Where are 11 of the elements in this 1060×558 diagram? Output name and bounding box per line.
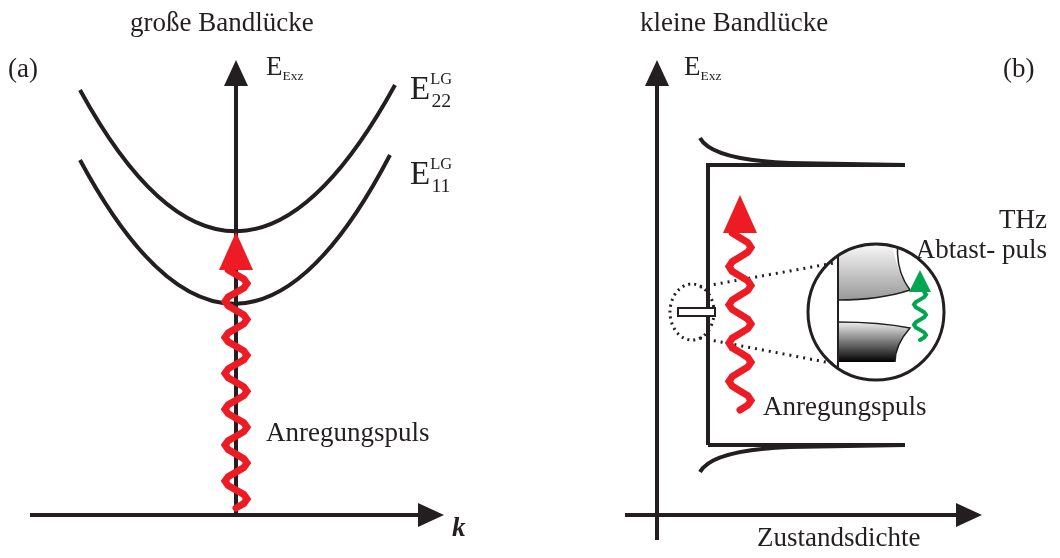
probe-pulse-label: THz Abtast- puls [915, 205, 1047, 265]
panel-title: kleine Bandlücke [640, 8, 829, 38]
pulse-label: Anregungspuls [266, 418, 430, 448]
panel-label: (b) [1003, 54, 1035, 84]
axis-label: k [452, 513, 466, 543]
axis-label: E$_{Exz}$ [266, 52, 304, 84]
pulse-label: Anregungspuls [763, 392, 927, 422]
panel-label: (a) [8, 54, 38, 84]
panel-title: große Bandlücke [130, 8, 314, 38]
axis-label: Zustandsdichte [757, 523, 921, 553]
axis-label: E$_{Exz}$ [684, 52, 722, 84]
